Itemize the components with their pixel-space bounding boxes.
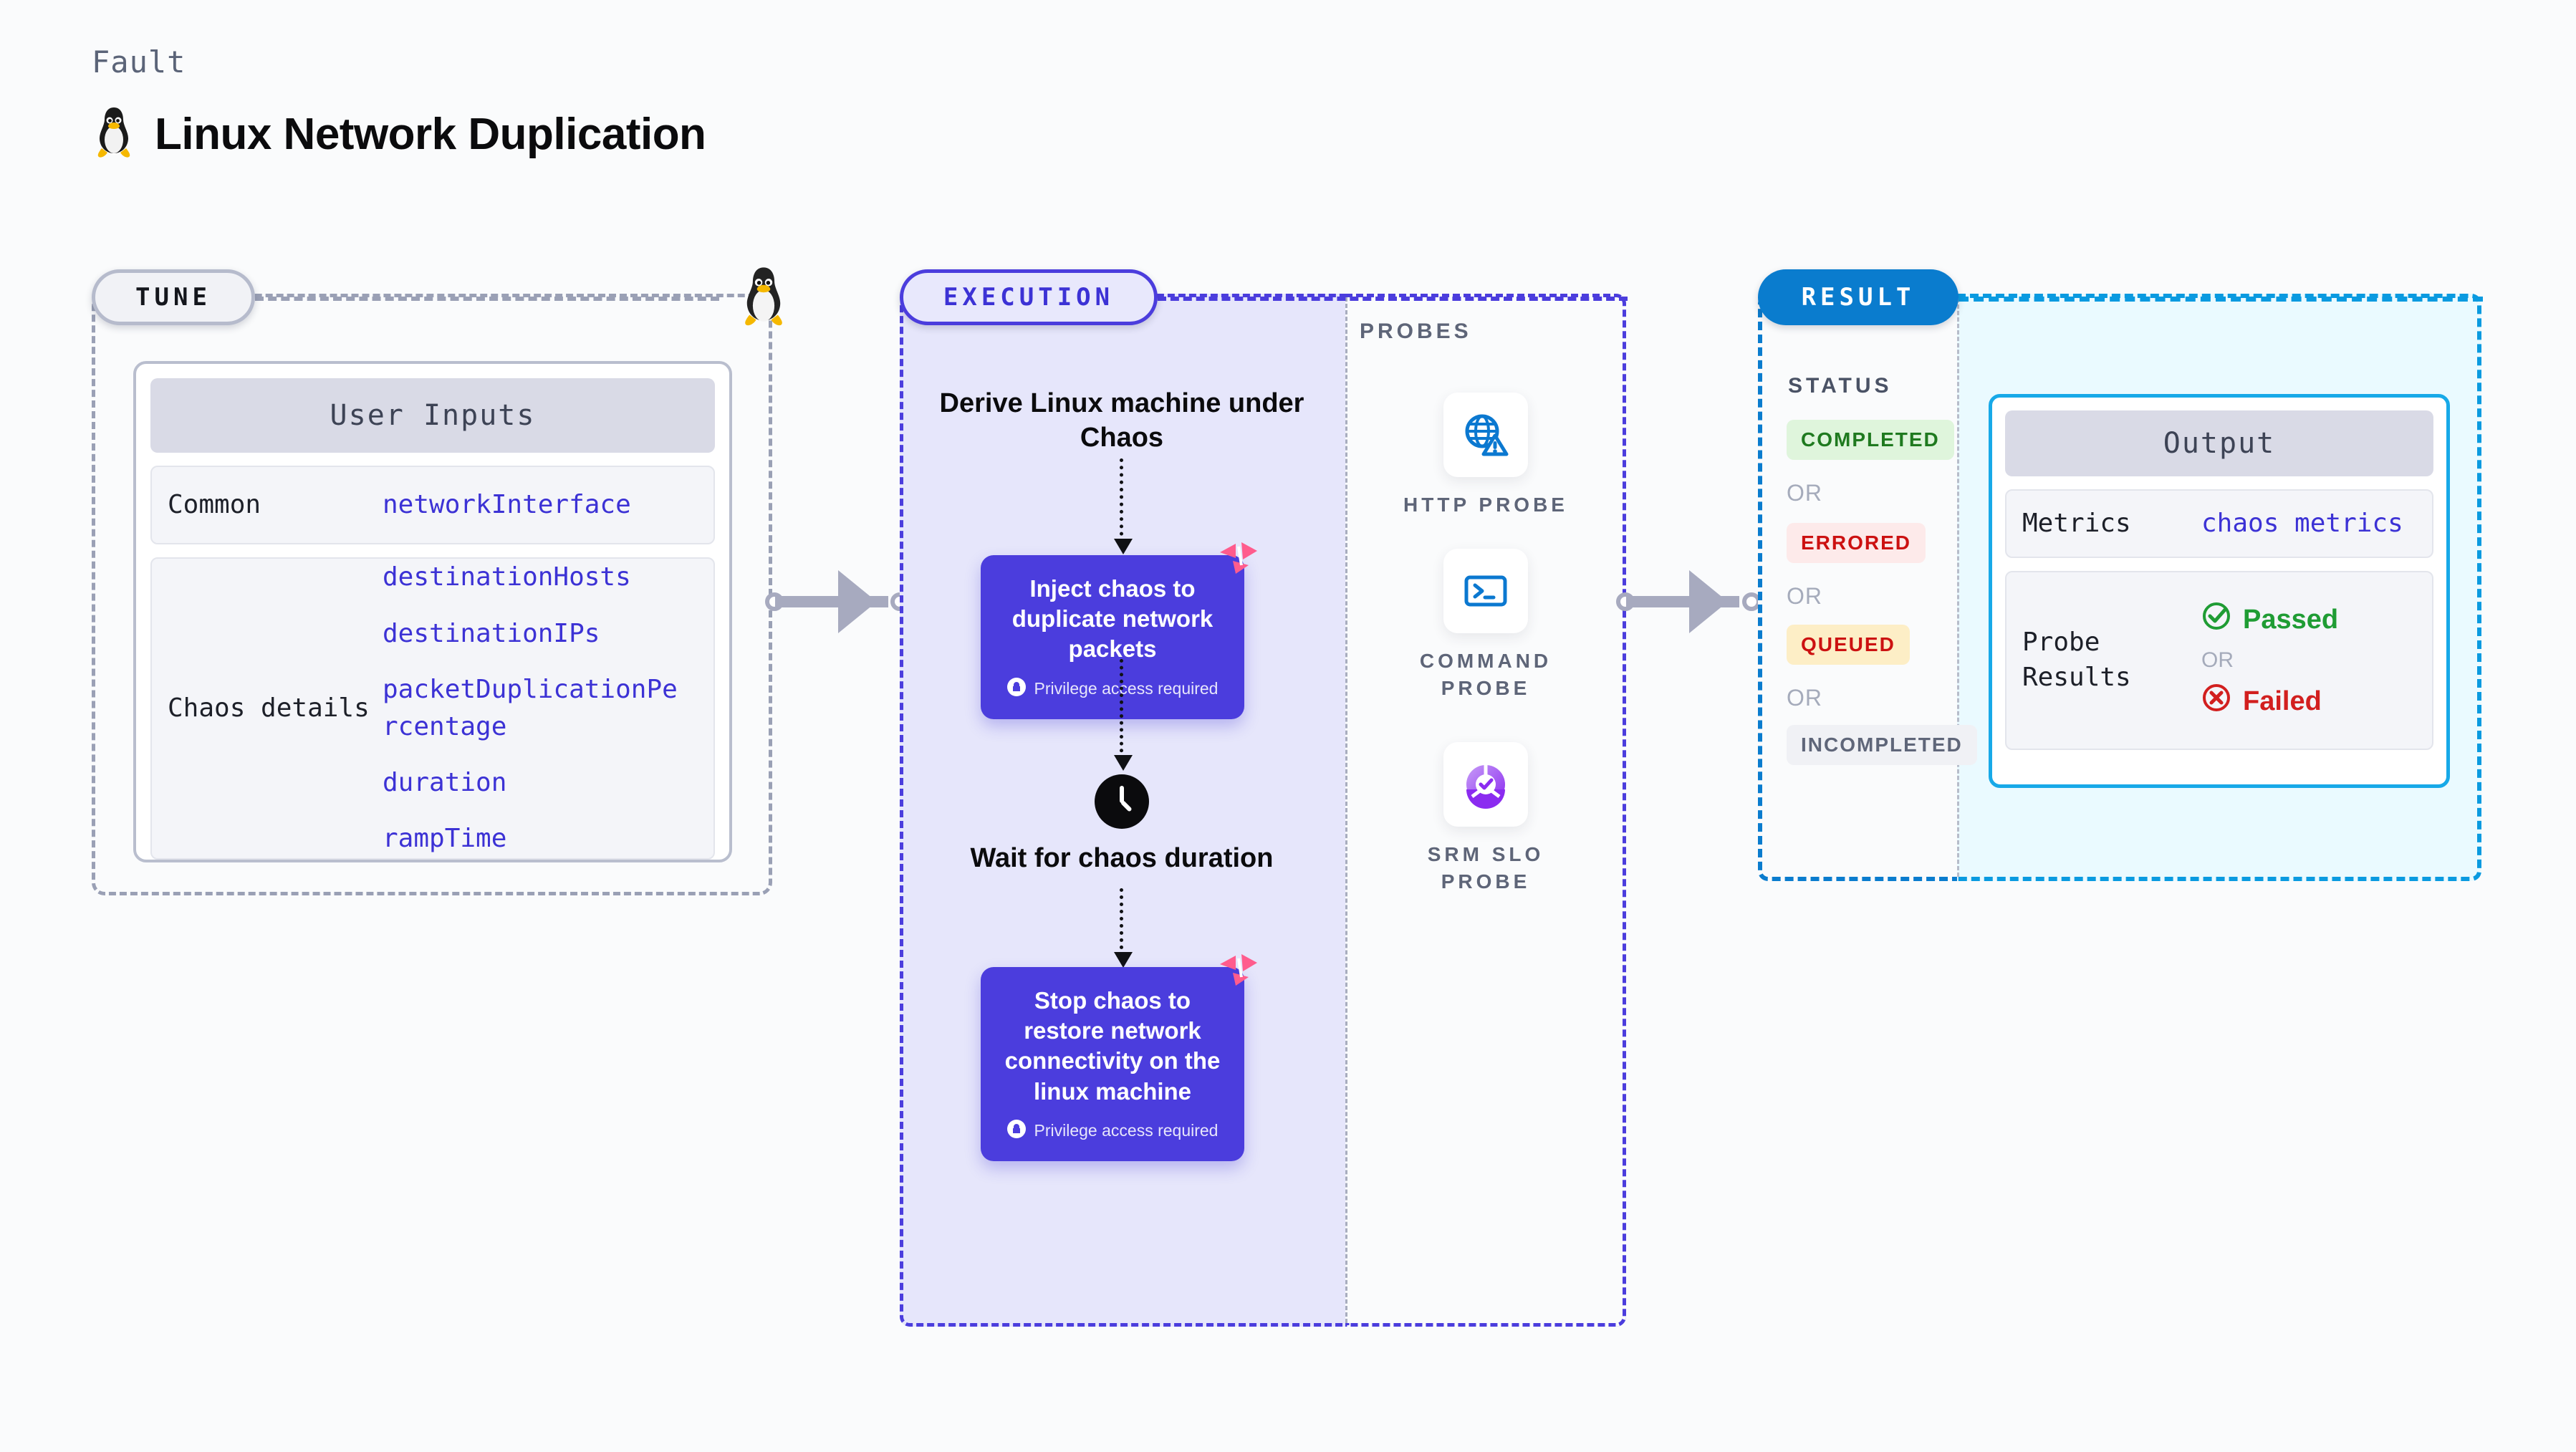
fault-kicker: Fault — [92, 44, 186, 80]
status-badge-label: COMPLETED — [1801, 428, 1940, 451]
output-row-key: Metrics — [2022, 508, 2131, 538]
probes-section-label: PROBES — [1360, 319, 1472, 343]
output-card: Output Metrics chaos metrics Probe Resul… — [1989, 394, 2450, 788]
probes-divider — [1345, 297, 1347, 1323]
status-badge-incompleted: INCOMPLETED — [1787, 725, 1977, 765]
probe-verdict-passed: Passed — [2201, 601, 2338, 638]
probe-name: COMMAND PROBE — [1419, 650, 1552, 699]
result-panel — [1758, 294, 1959, 881]
verdict-pass-label: Passed — [2243, 604, 2339, 635]
arrow-inject-to-wait — [1114, 659, 1133, 771]
slo-donut-check-icon — [1443, 742, 1528, 827]
step-stop-note-row: Privilege access required — [1006, 1119, 1219, 1143]
status-badge-label: ERRORED — [1801, 532, 1912, 554]
probe-name: HTTP PROBE — [1403, 494, 1568, 516]
input-value[interactable]: rampTime — [383, 824, 507, 854]
status-badge-label: QUEUED — [1801, 633, 1895, 655]
input-row-values: networkInterface — [383, 486, 631, 524]
output-row-key: Probe Results — [2022, 628, 2131, 692]
step-stop-box[interactable]: Stop chaos to restore network connectivi… — [981, 954, 1257, 1161]
user-inputs-card: User Inputs Common networkInterface Chao… — [133, 361, 732, 862]
input-row-key: Common — [168, 489, 261, 519]
step-wait-label: Wait for chaos duration — [970, 843, 1274, 873]
status-section-label: STATUS — [1788, 374, 1893, 398]
verdict-fail-label: Failed — [2243, 686, 2322, 716]
result-pill[interactable]: RESULT — [1758, 269, 1959, 325]
x-circle-icon — [2201, 683, 2231, 720]
input-value[interactable]: networkInterface — [383, 489, 631, 519]
probe-name: SRM SLO PROBE — [1427, 843, 1544, 893]
output-title: Output — [2005, 410, 2433, 476]
input-row-chaos-details: Chaos details destinationHosts destinati… — [150, 557, 715, 860]
step-inject-note: Privilege access required — [1034, 679, 1219, 698]
step-stop-title: Stop chaos to restore network connectivi… — [1004, 987, 1221, 1105]
step-derive-label: Derive Linux machine under Chaos — [939, 388, 1304, 453]
step-stop-note: Privilege access required — [1034, 1121, 1219, 1140]
clock-icon — [1095, 774, 1149, 829]
input-value[interactable]: duration — [383, 768, 507, 798]
execution-dashed-lead — [1158, 297, 1628, 301]
page-header: Fault Linux Network Duplication — [92, 44, 706, 163]
execution-pill[interactable]: EXECUTION — [900, 269, 1158, 325]
input-row-common: Common networkInterface — [150, 466, 715, 544]
globe-warning-icon — [1443, 393, 1528, 477]
linux-penguin-icon-small — [738, 264, 789, 330]
input-value[interactable]: destinationIPs — [383, 618, 600, 648]
tune-dashed-lead — [255, 297, 719, 301]
status-or-2: OR — [1787, 583, 1822, 609]
status-badge-errored: ERRORED — [1787, 523, 1926, 563]
step-inject-box[interactable]: Inject chaos to duplicate network packet… — [981, 542, 1257, 719]
arrow-wait-to-stop — [1114, 888, 1133, 968]
lock-icon — [1006, 677, 1026, 701]
probe-item-command[interactable]: COMMAND PROBE — [1393, 549, 1579, 702]
step-inject-title: Inject chaos to duplicate network packet… — [1011, 575, 1213, 663]
output-row-metrics: Metrics chaos metrics — [2005, 489, 2433, 558]
step-inject-note-row: Privilege access required — [1006, 677, 1219, 701]
input-row-values: destinationHosts destinationIPs packetDu… — [383, 559, 683, 857]
output-row-probe-results: Probe Results Passed OR — [2005, 571, 2433, 750]
check-circle-icon — [2201, 601, 2231, 638]
input-value[interactable]: destinationHosts — [383, 562, 631, 592]
result-divider — [1957, 298, 1959, 877]
harness-logo-icon — [1217, 537, 1260, 580]
probe-verdict-failed: Failed — [2201, 683, 2338, 720]
probe-item-srm-slo[interactable]: SRM SLO PROBE — [1393, 742, 1579, 895]
title-row: Linux Network Duplication — [92, 105, 706, 163]
output-row-value: chaos metrics — [2201, 505, 2403, 542]
terminal-icon — [1443, 549, 1528, 633]
user-inputs-title: User Inputs — [150, 378, 715, 453]
tune-pill[interactable]: TUNE — [92, 269, 255, 325]
verdict-or: OR — [2201, 648, 2234, 672]
input-value[interactable]: packetDuplicationPercentage — [383, 674, 678, 741]
status-badge-completed: COMPLETED — [1787, 420, 1954, 460]
metrics-value[interactable]: chaos metrics — [2201, 508, 2403, 538]
status-badge-queued: QUEUED — [1787, 625, 1910, 665]
arrow-derive-to-inject — [1114, 458, 1133, 554]
harness-logo-icon — [1217, 948, 1260, 991]
status-or-3: OR — [1787, 685, 1822, 711]
status-or-1: OR — [1787, 480, 1822, 506]
page-title: Linux Network Duplication — [155, 110, 706, 159]
lock-icon — [1006, 1119, 1026, 1143]
input-row-key: Chaos details — [168, 693, 370, 723]
status-badge-label: INCOMPLETED — [1801, 734, 1963, 756]
linux-penguin-icon — [92, 105, 136, 163]
probe-item-http[interactable]: HTTP PROBE — [1393, 393, 1579, 519]
result-dashed-lead — [1959, 297, 2483, 302]
